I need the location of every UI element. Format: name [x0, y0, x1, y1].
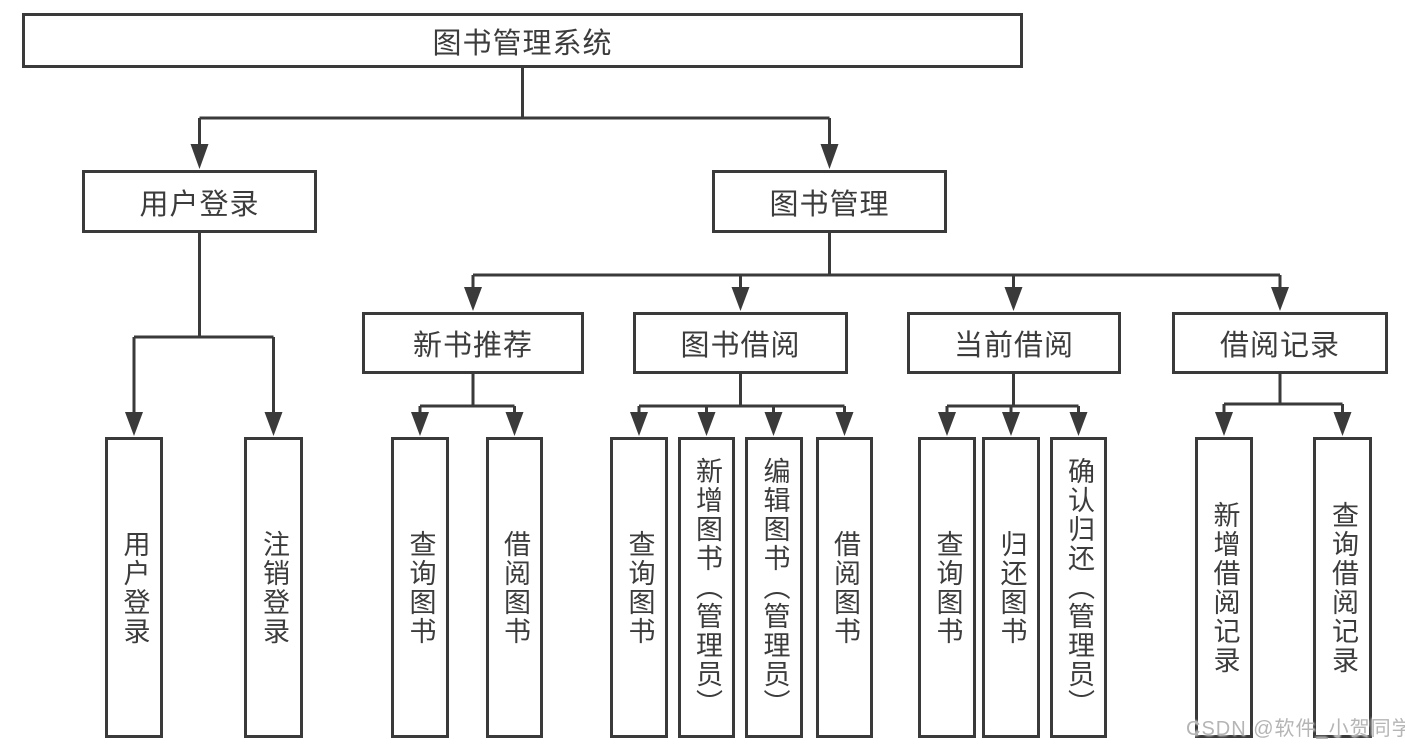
leaf-add-borrow-record: 新增借阅记录	[1195, 437, 1253, 738]
node-current-borrow: 当前借阅	[907, 312, 1121, 374]
leaf-borrow-books-borrow-label: 借阅图书	[830, 529, 860, 646]
leaf-return-book: 归还图书	[982, 437, 1040, 738]
node-borrow-records-label: 借阅记录	[1219, 330, 1340, 362]
connector-book-management	[464, 233, 1289, 311]
leaf-user-login-label: 用户登录	[119, 529, 150, 646]
node-new-book-recommend: 新书推荐	[362, 312, 584, 374]
leaf-borrow-books-recommend: 借阅图书	[486, 437, 543, 738]
leaf-query-books-current: 查询图书	[918, 437, 976, 738]
node-book-management: 图书管理	[712, 170, 947, 233]
connector-book-borrow	[630, 374, 854, 436]
leaf-query-books-current-label: 查询图书	[932, 529, 963, 646]
node-library-system: 图书管理系统	[22, 13, 1023, 68]
node-current-borrow-label: 当前借阅	[953, 330, 1074, 362]
leaf-query-books-recommend: 查询图书	[391, 437, 449, 738]
leaf-confirm-return-admin-label: 确认归还（管理员）	[1064, 457, 1094, 718]
leaf-edit-book-admin: 编辑图书（管理员）	[745, 437, 803, 738]
node-borrow-records: 借阅记录	[1172, 312, 1388, 374]
leaf-borrow-books-borrow: 借阅图书	[816, 437, 873, 738]
csdn-watermark: CSDN @软件_小贺同学	[1186, 718, 1405, 740]
leaf-edit-book-admin-label: 编辑图书（管理员）	[759, 457, 790, 718]
node-library-system-label: 图书管理系统	[432, 27, 613, 60]
connector-new-book-recommend	[411, 374, 524, 436]
node-user-login-label: 用户登录	[139, 188, 260, 221]
leaf-confirm-return-admin: 确认归还（管理员）	[1050, 437, 1107, 738]
leaf-query-books-borrow-label: 查询图书	[624, 529, 655, 646]
leaf-logout-label: 注销登录	[259, 529, 289, 646]
connector-borrow-records	[1215, 374, 1352, 436]
leaf-return-book-label: 归还图书	[996, 529, 1027, 646]
connector-root	[190, 68, 839, 169]
leaf-borrow-books-recommend-label: 借阅图书	[500, 529, 530, 646]
leaf-logout: 注销登录	[244, 437, 303, 738]
node-new-book-recommend-label: 新书推荐	[412, 330, 533, 362]
leaf-query-books-borrow: 查询图书	[610, 437, 668, 738]
node-book-management-label: 图书管理	[769, 188, 890, 221]
node-user-login: 用户登录	[82, 170, 317, 233]
leaf-query-borrow-record: 查询借阅记录	[1313, 437, 1372, 738]
leaf-query-books-recommend-label: 查询图书	[405, 529, 436, 646]
node-book-borrow: 图书借阅	[633, 312, 848, 374]
connector-current-borrow	[938, 374, 1088, 436]
leaf-add-book-admin: 新增图书（管理员）	[678, 437, 735, 738]
leaf-add-borrow-record-label: 新增借阅记录	[1209, 500, 1240, 675]
connector-user-login	[125, 233, 283, 436]
leaf-user-login: 用户登录	[105, 437, 163, 738]
leaf-add-book-admin-label: 新增图书（管理员）	[692, 457, 722, 718]
leaf-query-borrow-record-label: 查询借阅记录	[1328, 500, 1358, 675]
node-book-borrow-label: 图书借阅	[680, 330, 801, 362]
